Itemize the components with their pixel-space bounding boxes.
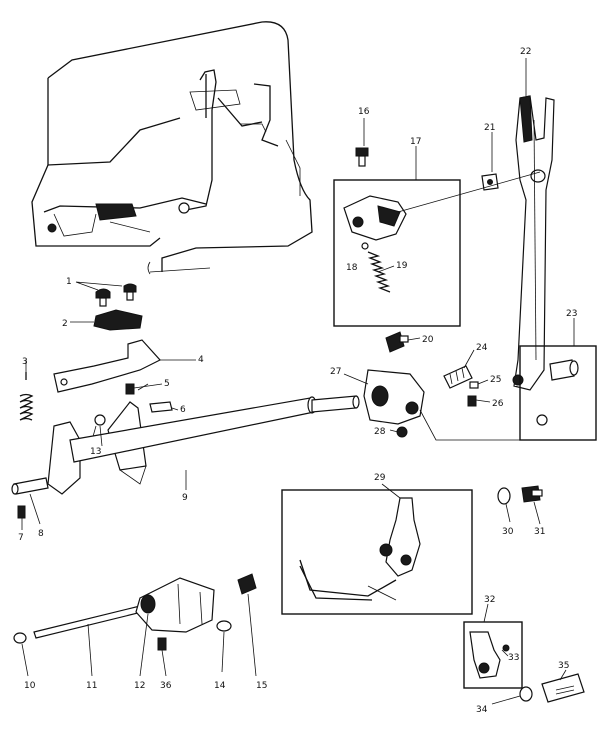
label-28: 28 xyxy=(374,427,386,437)
label-6: 6 xyxy=(180,405,186,415)
part-screw-1 xyxy=(75,281,137,307)
part-shaft-9 xyxy=(47,395,360,495)
label-26: 26 xyxy=(492,399,504,409)
label-31: 31 xyxy=(534,527,545,537)
part-screw-31 xyxy=(521,485,543,503)
part-screw-28 xyxy=(396,426,408,438)
part-rod-11 xyxy=(33,605,143,639)
label-30: 30 xyxy=(502,527,514,537)
part-crank-27 xyxy=(363,369,425,425)
label-34: 34 xyxy=(476,705,488,715)
label-35: 35 xyxy=(558,661,569,671)
part-screw-26 xyxy=(467,395,477,407)
label-14: 14 xyxy=(214,681,226,691)
part-lever-22 xyxy=(512,95,555,391)
part-clip-13 xyxy=(91,414,106,441)
part-washer-30 xyxy=(497,487,511,505)
label-8: 8 xyxy=(38,529,44,539)
label-32: 32 xyxy=(484,595,495,605)
leader-line-17 xyxy=(397,171,541,213)
part-washer-25 xyxy=(469,381,479,389)
leader-line-link xyxy=(419,409,560,441)
label-5: 5 xyxy=(164,379,170,389)
part-spring-3 xyxy=(19,372,34,421)
label-13: 13 xyxy=(90,447,101,457)
label-18: 18 xyxy=(346,263,358,273)
part-washer-14 xyxy=(216,620,232,632)
part-guide-17 xyxy=(343,195,407,241)
part-stud-20 xyxy=(385,331,409,353)
part-block-21 xyxy=(481,173,499,191)
machine-outline xyxy=(31,21,313,275)
label-1: 1 xyxy=(66,277,72,287)
label-19: 19 xyxy=(396,261,408,271)
part-nut-15 xyxy=(237,573,257,595)
group-box-17 xyxy=(333,179,461,327)
group-box-32 xyxy=(463,621,523,689)
label-7: 7 xyxy=(18,533,24,543)
label-23: 23 xyxy=(566,309,577,319)
label-36: 36 xyxy=(160,681,172,691)
label-33: 33 xyxy=(508,653,519,663)
part-arm-29 xyxy=(299,497,421,601)
label-21: 21 xyxy=(484,123,495,133)
label-25: 25 xyxy=(490,375,501,385)
label-22: 22 xyxy=(520,47,531,57)
label-12: 12 xyxy=(134,681,145,691)
part-knob-35 xyxy=(541,673,585,703)
label-15: 15 xyxy=(256,681,267,691)
label-16: 16 xyxy=(358,107,370,117)
part-labels: 1 2 3 4 5 6 7 8 9 10 11 12 13 14 15 16 1… xyxy=(18,47,577,715)
part-spring-24 xyxy=(443,365,473,389)
label-9: 9 xyxy=(182,493,188,503)
label-24: 24 xyxy=(476,343,488,353)
part-ball-18 xyxy=(361,242,369,250)
part-stud-23 xyxy=(536,359,579,426)
label-29: 29 xyxy=(374,473,386,483)
part-presser-plate-2 xyxy=(70,309,143,331)
part-screw-16 xyxy=(355,147,369,167)
part-pin-6 xyxy=(149,401,173,413)
part-housing-12 xyxy=(135,577,215,633)
label-11: 11 xyxy=(86,681,97,691)
part-washer-34 xyxy=(519,686,533,702)
group-box-29 xyxy=(281,489,473,615)
label-17: 17 xyxy=(410,137,421,147)
label-27: 27 xyxy=(330,367,341,377)
part-bracket-4 xyxy=(53,339,196,393)
part-screw-36 xyxy=(157,637,167,651)
part-pin-8 xyxy=(11,477,49,495)
label-leaders xyxy=(21,58,575,705)
part-screw-5 xyxy=(125,383,163,395)
part-washer-10 xyxy=(13,632,27,644)
label-3: 3 xyxy=(22,357,28,367)
label-4: 4 xyxy=(198,355,204,365)
part-bracket-32 xyxy=(469,631,510,679)
part-screw-7 xyxy=(17,505,26,519)
label-20: 20 xyxy=(422,335,434,345)
label-2: 2 xyxy=(62,319,68,329)
label-10: 10 xyxy=(24,681,36,691)
